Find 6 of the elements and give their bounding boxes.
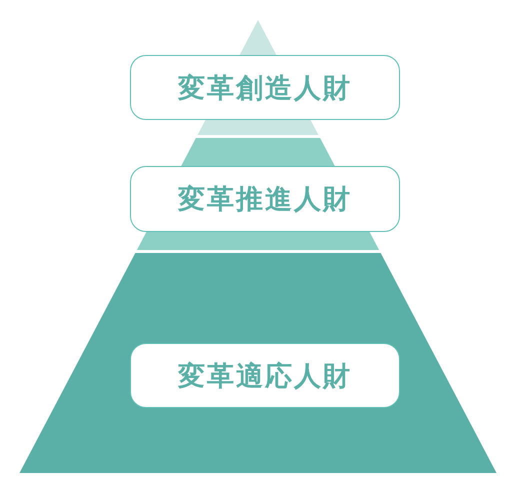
label-box	[130, 55, 400, 120]
tier-label: 変革推進人財	[178, 183, 352, 217]
tier-label: 変革適応人財	[178, 360, 352, 394]
label-box	[130, 343, 400, 408]
tier-label: 変革創造人財	[178, 72, 352, 106]
label-box	[130, 166, 400, 232]
